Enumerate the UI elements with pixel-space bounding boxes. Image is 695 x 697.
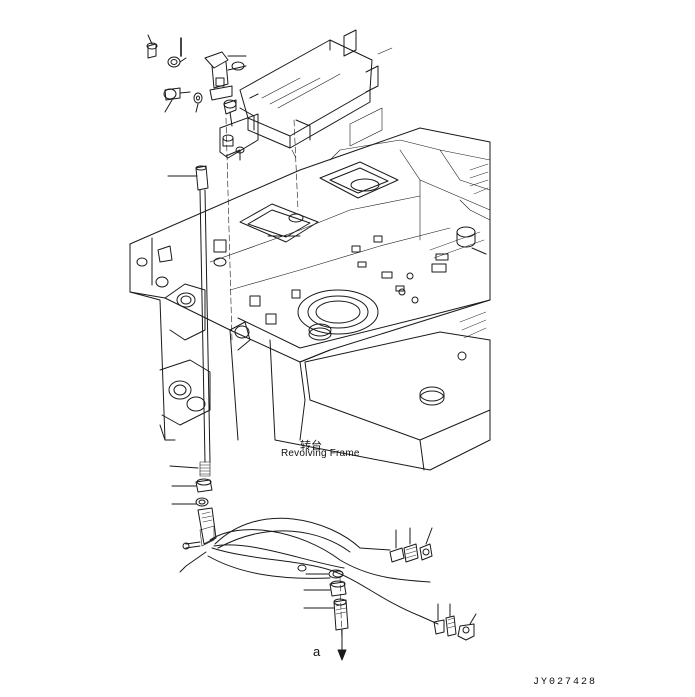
alignment-lines <box>225 117 343 647</box>
battery-tray <box>219 29 383 161</box>
terminal-lower <box>171 497 209 507</box>
clamp-top <box>167 37 187 68</box>
wiring-harness <box>179 517 439 625</box>
harness-rod <box>167 165 211 477</box>
revolving-frame <box>129 127 491 471</box>
sensor-top <box>222 134 234 147</box>
washer-left <box>193 92 203 113</box>
sensor-bottom <box>303 598 349 631</box>
leader-line <box>169 465 199 469</box>
drawing-code: JY027428 <box>533 677 598 688</box>
nut-bottom <box>303 580 347 597</box>
bolt-left <box>163 87 191 113</box>
nut-lower <box>171 478 213 493</box>
connector-body <box>182 507 217 550</box>
bolt-center <box>223 99 237 127</box>
connector-group-lower <box>433 603 477 641</box>
switch-bracket <box>204 51 247 101</box>
revolving-frame-label-cn: 转台 <box>300 439 322 452</box>
leader-lines-top <box>227 47 487 255</box>
revolving-frame-label: Revolving Frame <box>281 448 360 459</box>
grommet <box>305 569 344 579</box>
callout-letter: a <box>313 644 321 659</box>
bolt-top-left <box>146 34 158 59</box>
connector-group-upper <box>389 527 433 563</box>
callout-arrow <box>337 629 347 661</box>
